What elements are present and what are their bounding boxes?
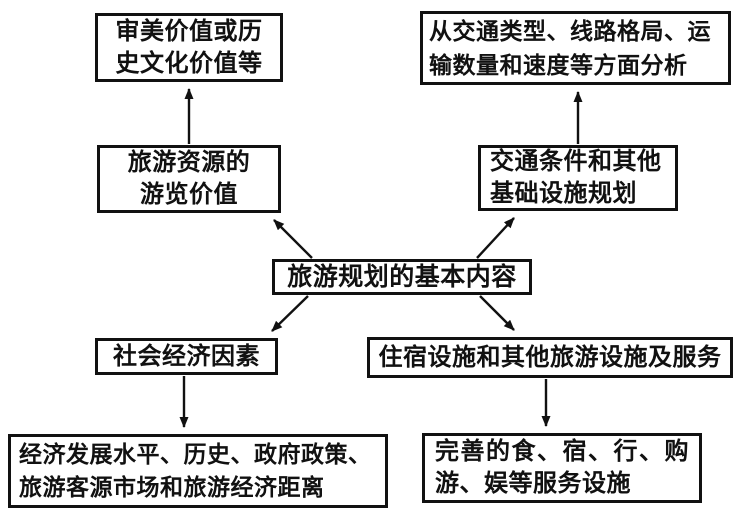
node-center-title-label: 旅游规划的基本内容 — [287, 263, 517, 291]
node-economy-detail-line1: 经济发展水平、历史、政府政策、 — [19, 441, 372, 467]
arrow-center-to-social-economy — [271, 295, 309, 332]
node-social-economy: 社会经济因素 — [95, 338, 278, 375]
node-infrastructure-line2: 基础设施规划 — [490, 180, 637, 207]
node-economy-detail-line2: 旅游客源市场和旅游经济距离 — [19, 474, 325, 500]
node-viewing-value-line2: 游览价值 — [140, 181, 238, 208]
node-services-detail-line1: 完善的食、宿、行、购 — [435, 438, 689, 465]
arrow-center-to-infrastructure — [476, 217, 515, 259]
arrow-center-to-accommodation — [479, 295, 515, 331]
node-infrastructure: 交通条件和其他 基础设施规划 — [478, 145, 678, 211]
node-viewing-value-line1: 旅游资源的 — [127, 149, 251, 176]
node-services-detail-line2: 游、娱等服务设施 — [435, 470, 631, 497]
node-transport-analysis: 从交通类型、线路格局、运 输数量和速度等方面分析 — [420, 11, 731, 85]
node-accommodation: 住宿设施和其他旅游设施及服务 — [367, 337, 733, 378]
node-social-economy-label: 社会经济因素 — [113, 342, 260, 370]
node-viewing-value: 旅游资源的 游览价值 — [97, 145, 281, 213]
arrow-center-to-viewing-value — [273, 219, 313, 259]
node-aesthetic-value-line1: 审美价值或历 — [115, 17, 263, 45]
node-aesthetic-value-line2: 史文化价值等 — [115, 49, 263, 77]
node-aesthetic-value: 审美价值或历 史文化价值等 — [95, 13, 283, 82]
node-center-title: 旅游规划的基本内容 — [272, 259, 532, 295]
node-accommodation-label: 住宿设施和其他旅游设施及服务 — [378, 343, 722, 371]
node-infrastructure-line1: 交通条件和其他 — [490, 148, 662, 175]
node-transport-analysis-line1: 从交通类型、线路格局、运 — [429, 18, 711, 44]
node-economy-detail: 经济发展水平、历史、政府政策、 旅游客源市场和旅游经济距离 — [8, 434, 388, 508]
node-services-detail: 完善的食、宿、行、购 游、娱等服务设施 — [422, 433, 702, 503]
node-transport-analysis-line2: 输数量和速度等方面分析 — [429, 52, 688, 78]
